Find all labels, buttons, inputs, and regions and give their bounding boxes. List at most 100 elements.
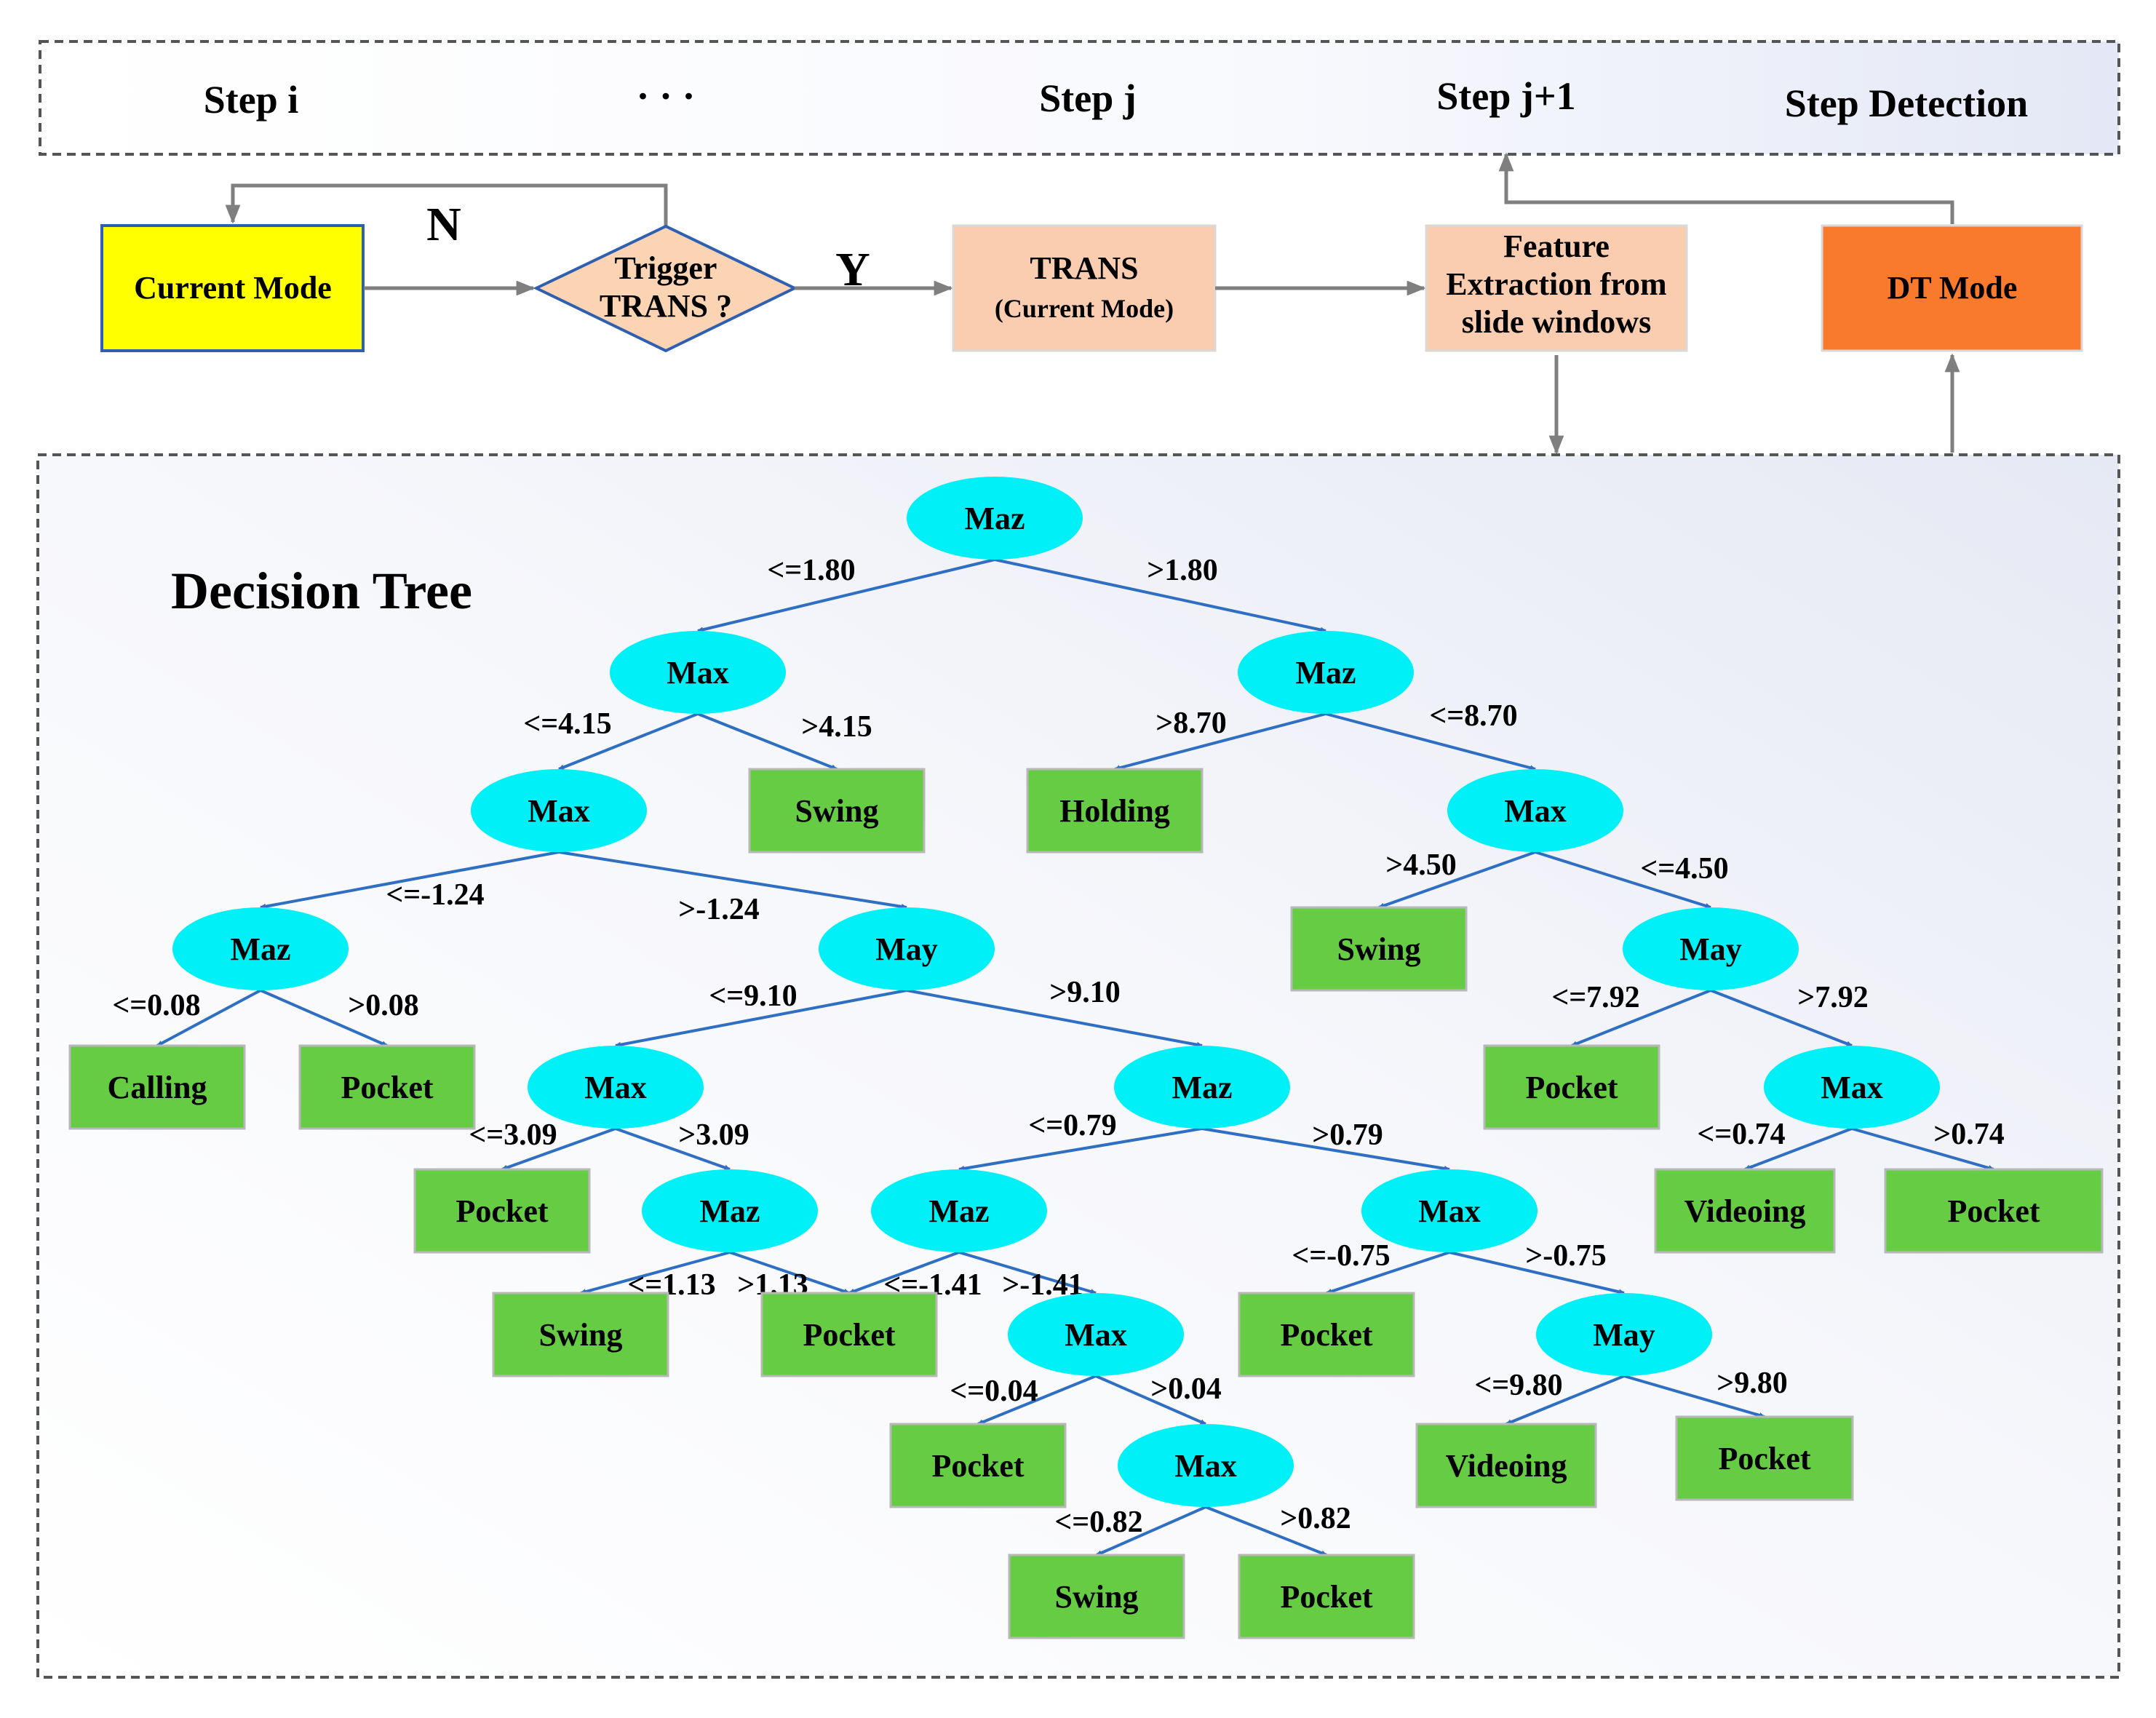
tree-node-label: Max (1065, 1317, 1127, 1353)
tree-leaf-n15: Pocket (1483, 1044, 1660, 1130)
tree-edge-label: <=-0.75 (1292, 1239, 1390, 1273)
step-ellipsis: · · · (636, 74, 695, 118)
tree-edge-n20-n27 (1449, 1251, 1625, 1295)
tree-edge-label: <=0.08 (112, 989, 200, 1022)
tree-edge-n19-n24 (848, 1251, 960, 1295)
leaf-box (1238, 1554, 1415, 1639)
tree-leaf-n28: Pocket (889, 1423, 1067, 1508)
tree-leaf-n4: Swing (748, 768, 926, 854)
leaf-box (1026, 768, 1204, 854)
leaf-box (1654, 1168, 1836, 1254)
tree-edge-n3-n8 (558, 851, 907, 910)
dt-mode-label: DT Mode (1888, 270, 2018, 306)
tree-node-label: Swing (795, 793, 879, 829)
tree-edge-n25-n28 (977, 1375, 1097, 1425)
tree-node-label: Videoing (1684, 1193, 1805, 1229)
tree-node-label: Pocket (1718, 1441, 1810, 1476)
tree-node-label: Max (1504, 793, 1567, 829)
tree-edge-label: >8.70 (1155, 707, 1226, 740)
tree-split-n20: Max (1361, 1169, 1538, 1252)
tree-edge-n2-n5 (1114, 712, 1326, 771)
tree-edge-label: <=1.80 (767, 554, 855, 587)
dt-mode-box (1821, 224, 2083, 352)
tree-split-n8: May (819, 907, 995, 990)
split-ellipse (1114, 1046, 1290, 1129)
tree-edge-n6-n10 (1535, 851, 1711, 909)
tree-leaf-n31: Pocket (1675, 1415, 1854, 1501)
split-ellipse (1118, 1424, 1294, 1507)
tree-edge-n2-n6 (1325, 712, 1536, 771)
tree-edge-n19-n25 (958, 1251, 1097, 1295)
leaf-box (1290, 906, 1468, 992)
tree-leaf-n24: Pocket (760, 1292, 938, 1377)
leaf-box (1008, 1554, 1185, 1639)
tree-node-label: Max (1821, 1070, 1883, 1105)
step-detection-label: Step Detection (1785, 81, 2028, 125)
tree-leaf-n22: Pocket (1884, 1168, 2104, 1254)
tree-split-n1: Max (610, 631, 786, 714)
tree-edge-n16-n21 (1744, 1127, 1853, 1171)
split-ellipse (642, 1169, 818, 1252)
tree-edge-n14-n19 (958, 1127, 1203, 1172)
tree-edge-label: <=7.92 (1551, 981, 1639, 1014)
tree-edge-n18-n24 (729, 1251, 850, 1295)
tree-edge-label: <=-1.24 (386, 878, 484, 912)
tree-leaf-n23: Swing (492, 1292, 669, 1377)
tree-split-n19: Maz (871, 1169, 1047, 1252)
split-ellipse (1008, 1293, 1184, 1376)
tree-node-label: Pocket (1280, 1317, 1372, 1353)
tree-node-label: Maz (1172, 1070, 1232, 1105)
feature-line1: Feature (1503, 228, 1610, 264)
tree-node-label: May (1593, 1317, 1655, 1353)
tree-split-n29: Max (1118, 1424, 1294, 1507)
tree-edge-n25-n29 (1095, 1375, 1206, 1425)
tree-split-n27: May (1536, 1293, 1712, 1376)
split-ellipse (819, 907, 995, 990)
tree-edge-n6-n9 (1378, 851, 1536, 909)
tree-split-n3: Max (471, 769, 647, 852)
tree-split-n2: Maz (1238, 631, 1414, 714)
tree-edge-label: <=9.80 (1474, 1369, 1562, 1402)
tree-edge-label: <=0.04 (950, 1375, 1038, 1408)
tree-node-label: Max (1174, 1448, 1237, 1484)
tree-split-n13: Max (528, 1046, 704, 1129)
leaf-box (1415, 1423, 1597, 1508)
tree-edge-label: >-1.24 (678, 893, 759, 926)
tree-edge-label: >3.09 (678, 1118, 749, 1152)
tree-edge-n27-n30 (1505, 1375, 1625, 1425)
tree-edge-n10-n15 (1571, 989, 1711, 1047)
tree-node-label: Pocket (803, 1317, 895, 1353)
tree-edge-label: >-0.75 (1525, 1239, 1606, 1273)
tree-edge-label: <=8.70 (1429, 699, 1517, 733)
current-mode-label: Current Mode (134, 270, 332, 306)
tree-node-label: Max (667, 655, 729, 691)
tree-edge-label: <=4.15 (523, 707, 611, 741)
tree-edge-label: >1.80 (1147, 554, 1217, 587)
leaf-box (1483, 1044, 1660, 1130)
tree-leaf-n32: Swing (1008, 1554, 1185, 1639)
leaf-box (298, 1044, 476, 1130)
tree-edge-label: <=0.79 (1028, 1109, 1116, 1142)
tree-edge-label: >0.04 (1150, 1372, 1221, 1406)
no-label: N (426, 198, 461, 251)
mode-flow: N Current Mode Trigger TRANS ? Y TRANS (… (100, 152, 2083, 455)
leaf-box (492, 1292, 669, 1377)
tree-node-label: Swing (1337, 931, 1421, 967)
feature-line3: slide windows (1462, 304, 1651, 340)
decision-tree-panel: Decision Tree <=1.80>1.80<=4.15>4.15>8.7… (36, 453, 2120, 1679)
split-ellipse (1536, 1293, 1712, 1376)
tree-edge-n3-n7 (260, 851, 560, 910)
trans-line1: TRANS (1030, 250, 1138, 286)
tree-edge-label: >0.82 (1280, 1502, 1351, 1535)
tree-leaf-n21: Videoing (1654, 1168, 1836, 1254)
tree-node-label: Maz (230, 931, 290, 967)
tree-edge-n1-n3 (558, 712, 699, 771)
tree-split-n7: Maz (172, 907, 349, 990)
tree-leaf-n17: Pocket (413, 1168, 591, 1254)
leaf-box (748, 768, 926, 854)
split-ellipse (1764, 1046, 1940, 1129)
tree-leaf-n33: Pocket (1238, 1554, 1415, 1639)
split-ellipse (907, 477, 1083, 560)
